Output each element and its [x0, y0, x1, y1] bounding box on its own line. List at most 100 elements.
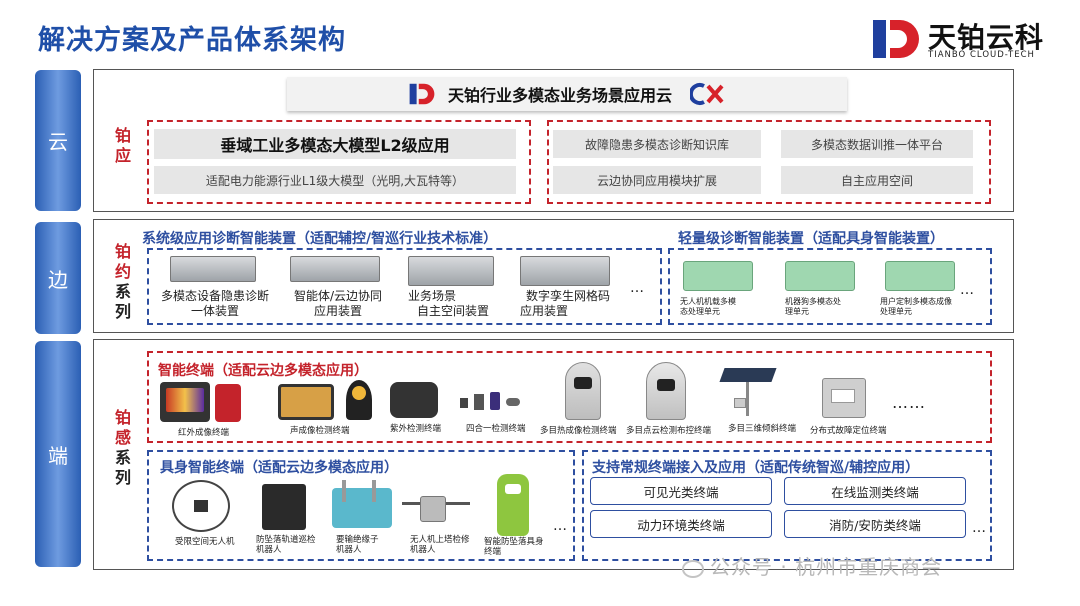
- device-label: 态处理单元: [680, 307, 720, 316]
- edge-system-heading: 系统级应用诊断智能装置（适配辅控/智巡行业技术标准）: [142, 231, 498, 247]
- smart-terminal-label: 紫外检测终端: [390, 424, 442, 434]
- device-label: 机器狗多模态处: [785, 297, 841, 306]
- green-unit-image: [785, 261, 855, 291]
- fault-locator-image: [822, 378, 866, 418]
- pointcloud-ptz-image: [646, 362, 686, 420]
- device-label: 应用装置: [520, 304, 569, 318]
- server-device-image: [520, 256, 610, 286]
- cloud-series-label: 铂 应: [112, 126, 134, 166]
- edge-series-label: 铂 约 系 列: [112, 242, 134, 322]
- smart-terminal-heading: 智能终端（适配云边多模态应用）: [158, 363, 368, 379]
- smart-terminal-ellipsis: ……: [892, 393, 926, 412]
- tier-cloud-label: 云: [48, 130, 68, 154]
- rail-robot-image: [262, 484, 306, 530]
- logo-name: 天铂云科: [928, 21, 1045, 54]
- infrared-camera-image: [160, 382, 210, 422]
- conventional-terminal-heading: 支持常规终端接入及应用（适配传统智巡/辅控应用）: [592, 460, 920, 476]
- label-char: 系: [114, 448, 131, 467]
- edge-light-ellipsis: …: [960, 282, 975, 298]
- device-label: 智能防坠落具身: [484, 537, 544, 547]
- cloud-app-group: [147, 120, 531, 204]
- wechat-icon: [682, 559, 704, 578]
- edge-light-device: 机器狗多模态处 理单元: [785, 297, 841, 317]
- edge-system-device: 智能体/云边协同 应用装置: [278, 289, 398, 319]
- thermal-ptz-image: [565, 362, 601, 420]
- cloud-banner-title: 天铂行业多模态业务场景应用云: [447, 86, 672, 105]
- edge-light-device: 用户定制多模态成像 处理单元: [880, 297, 952, 317]
- green-unit-image: [885, 261, 955, 291]
- page-title: 解决方案及产品体系架构: [38, 25, 346, 56]
- tianbo-logo-icon: [873, 20, 919, 58]
- label-char: 应: [114, 146, 131, 165]
- cloud-main-app: 垂域工业多模态大模型L2级应用: [154, 129, 516, 159]
- device-label: 处理单元: [880, 307, 912, 316]
- embodied-terminal-label: 受限空间无人机: [175, 537, 235, 547]
- device-label: 机器人: [410, 545, 436, 555]
- embodied-terminal-label: 要输绝缘子 机器人: [336, 535, 379, 555]
- label-char: 铂: [114, 126, 131, 145]
- device-label: 一体装置: [190, 304, 239, 318]
- cloud-item: 多模态数据训推一体平台: [781, 130, 973, 158]
- logo-subtitle: TIANBO CLOUD-TECH: [928, 50, 1035, 60]
- tier-end: 端: [35, 341, 81, 567]
- device-label: 应用装置: [313, 304, 362, 318]
- device-label: 受限空间无人机: [175, 537, 235, 547]
- cloud-item: 故障隐患多模态诊断知识库: [553, 130, 761, 158]
- watermark-text: 公众号 · 杭州市重庆商会: [710, 555, 943, 579]
- device-label: 机器人: [336, 545, 362, 555]
- embodied-terminal-ellipsis: …: [553, 518, 568, 534]
- device-label: 机器人: [256, 545, 282, 555]
- device-label: 自主空间装置: [416, 304, 489, 318]
- handheld-device-image: [215, 384, 241, 422]
- device-label: 终端: [484, 547, 502, 557]
- conventional-ellipsis: …: [972, 520, 987, 536]
- embodied-terminal-label: 智能防坠落具身 终端: [484, 537, 544, 557]
- conventional-terminal-group: [582, 450, 992, 561]
- label-char: 列: [114, 468, 131, 487]
- cloud-banner: 天铂行业多模态业务场景应用云: [287, 77, 847, 111]
- edge-system-group: [147, 248, 662, 325]
- four-in-one-sensor-image: [460, 392, 524, 412]
- watermark: 公众号 · 杭州市重庆商会: [682, 551, 942, 580]
- acoustic-probe-image: [346, 380, 372, 420]
- cloud-item: 自主应用空间: [781, 166, 973, 194]
- smart-terminal-group: [147, 351, 992, 443]
- tier-edge-label: 边: [48, 267, 68, 292]
- device-label: 防坠落轨道巡检: [256, 535, 316, 545]
- embodied-terminal-label: 防坠落轨道巡检 机器人: [256, 535, 316, 555]
- acoustic-imager-image: [278, 384, 334, 420]
- smart-terminal-label: 分布式故障定位终端: [810, 426, 887, 436]
- smart-terminal-label: 四合一检测终端: [466, 424, 526, 434]
- cloud-item: 云边协同应用模块扩展: [553, 166, 761, 194]
- edge-light-heading: 轻量级诊断智能装置（适配具身智能装置）: [678, 231, 944, 247]
- edge-light-device: 无人机机载多模 态处理单元: [680, 297, 736, 317]
- device-label: 用户定制多模态成像: [880, 297, 952, 306]
- server-device-image: [408, 256, 494, 286]
- device-label: 智能体/云边协同: [293, 289, 383, 303]
- smart-terminal-label: 声成像检测终端: [290, 426, 350, 436]
- edge-system-device: 数字孪生网格码 应用装置: [512, 289, 624, 319]
- edge-system-ellipsis: …: [630, 280, 645, 296]
- device-label: 要输绝缘子: [336, 535, 379, 545]
- label-char: 感: [114, 428, 131, 447]
- tier-end-label: 端: [48, 443, 68, 468]
- fall-protection-image: [497, 474, 529, 536]
- smart-terminal-label: 红外成像终端: [178, 428, 230, 438]
- device-label: 无人机机载多模: [680, 297, 736, 306]
- label-char: 系: [114, 282, 131, 301]
- oblique-3d-terminal-image: [718, 368, 780, 418]
- edge-light-group: [668, 248, 992, 325]
- green-unit-image: [683, 261, 753, 291]
- uv-camera-image: [390, 382, 438, 418]
- label-char: 约: [114, 262, 131, 281]
- server-device-image: [290, 256, 380, 282]
- label-char: 铂: [114, 408, 131, 427]
- end-series-label: 铂 感 系 列: [112, 408, 134, 488]
- edge-system-device: 业务场景 自主空间装置: [398, 289, 508, 319]
- conventional-item: 消防/安防类终端: [784, 510, 966, 538]
- device-label: 数字孪生网格码: [525, 289, 610, 303]
- smart-terminal-label: 多目点云检测布控终端: [626, 426, 712, 436]
- tower-robot-image: [402, 496, 470, 524]
- insulator-robot-image: [332, 480, 392, 528]
- cloud-sub-app: 适配电力能源行业L1级大模型（光明,大瓦特等）: [154, 166, 516, 194]
